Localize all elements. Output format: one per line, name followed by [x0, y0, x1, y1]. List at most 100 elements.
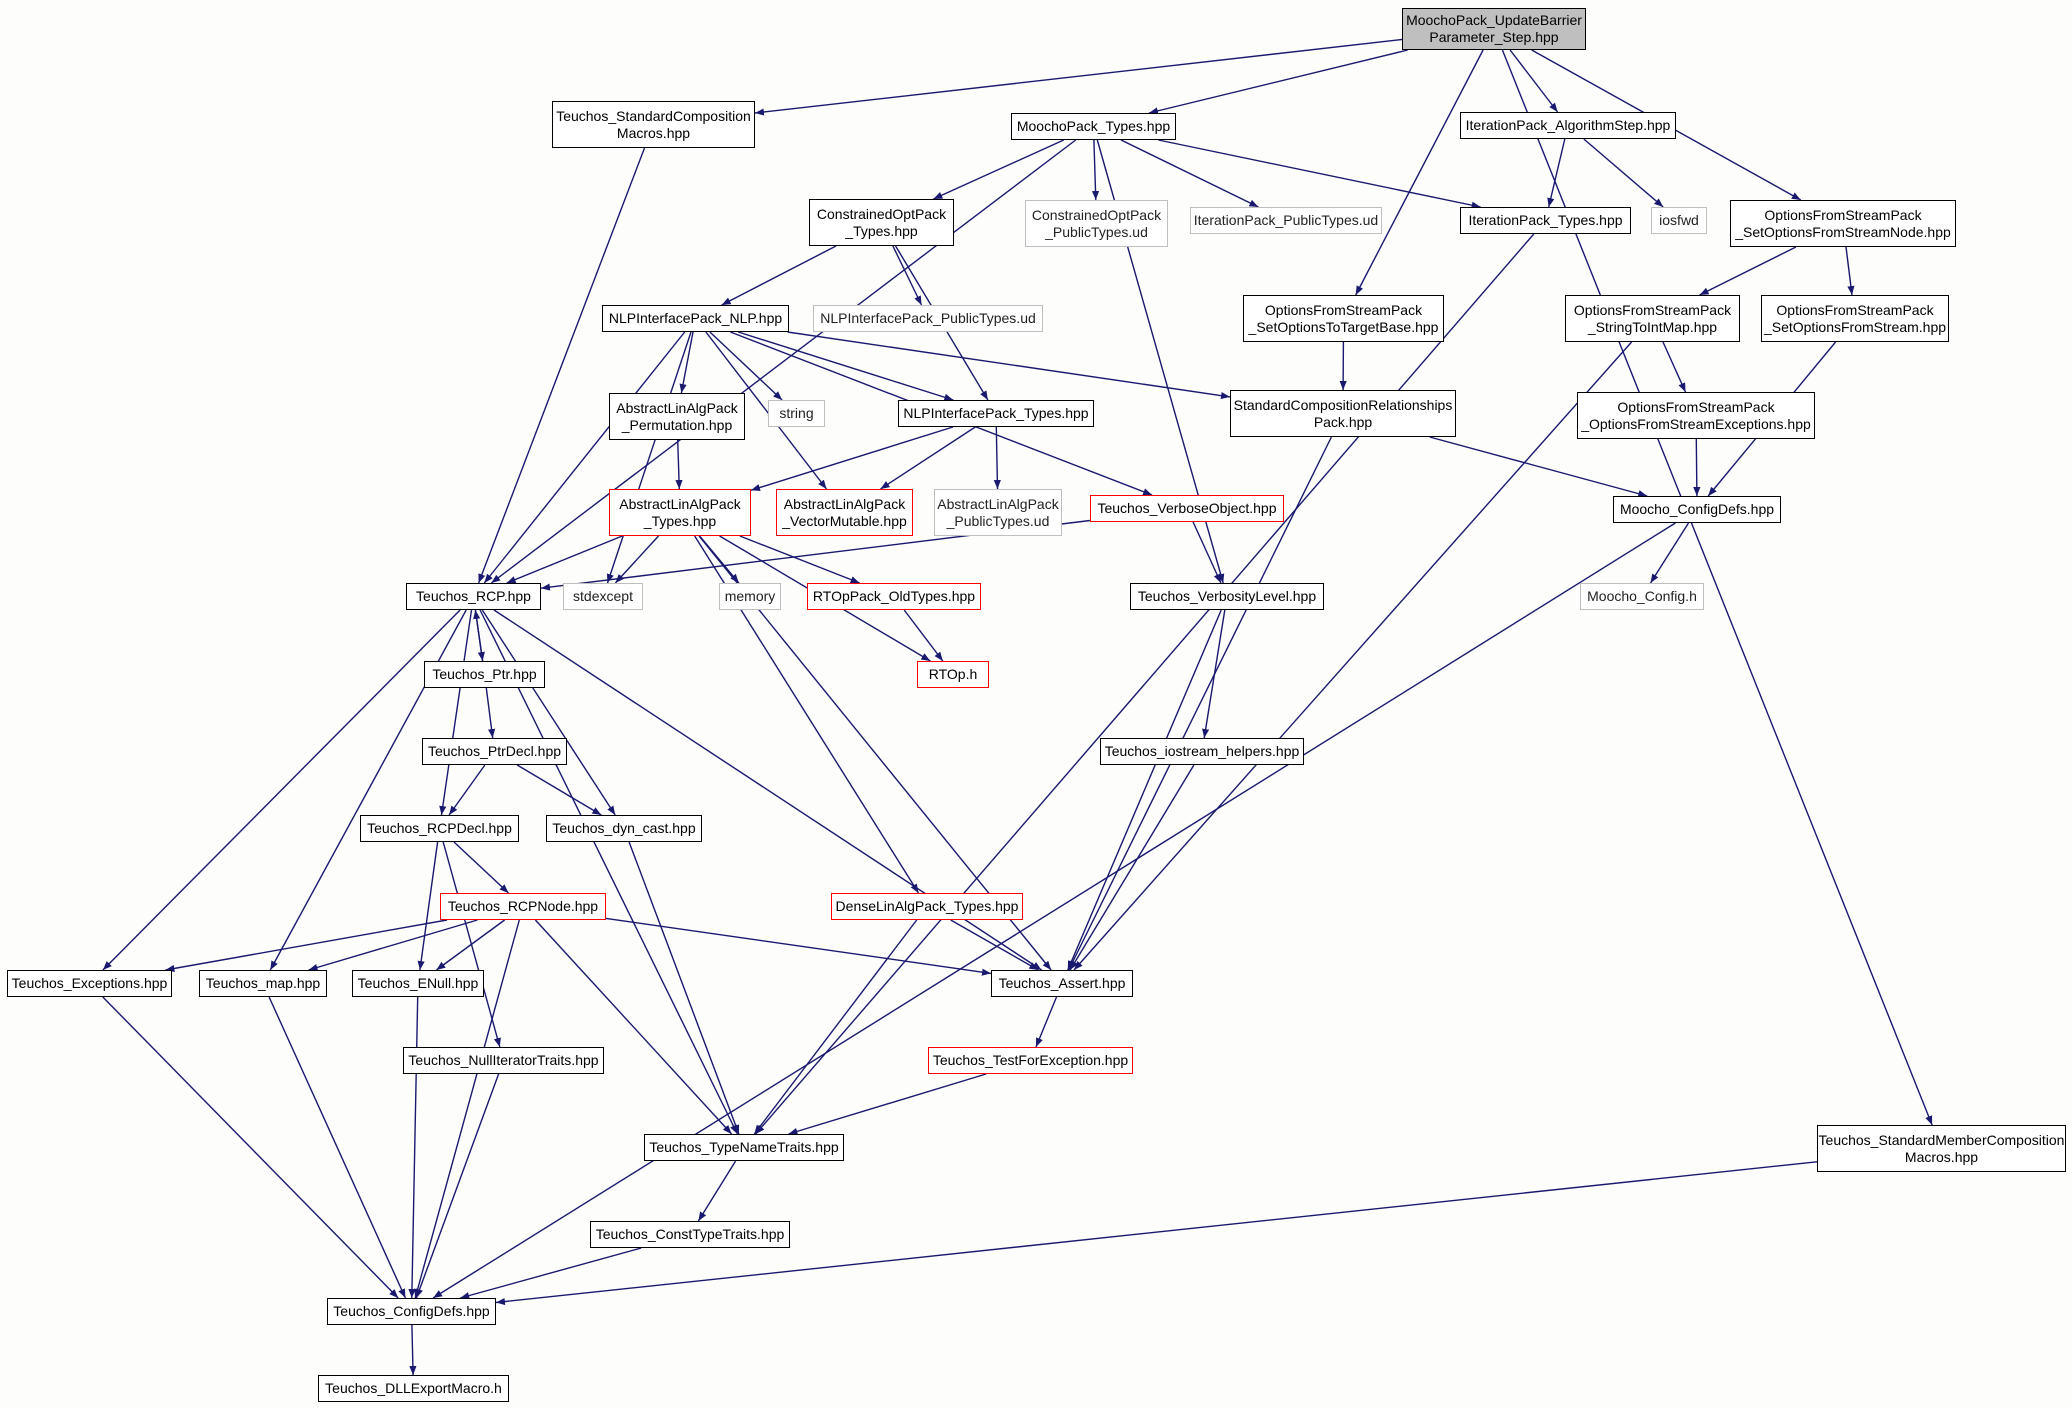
edge-moocho-types-to-constrained-types	[933, 139, 1064, 200]
node-string: string	[768, 400, 825, 427]
edge-std-comp-macros-to-rcp	[477, 147, 646, 584]
edge-consttype-to-teuchos-configdefs	[460, 1247, 642, 1300]
node-ala-types[interactable]: AbstractLinAlgPack _Types.hpp	[609, 489, 751, 536]
node-ptr[interactable]: Teuchos_Ptr.hpp	[424, 661, 545, 688]
edge-constrained-types-to-nlp-public-ud	[892, 245, 923, 306]
edge-constrained-types-to-nlp	[721, 245, 837, 306]
edge-rcp-to-rcpdecl	[439, 609, 473, 816]
edge-moocho-types-to-rcp	[490, 139, 1077, 584]
node-dyn-cast[interactable]: Teuchos_dyn_cast.hpp	[546, 815, 702, 842]
node-nulliter[interactable]: Teuchos_NullIteratorTraits.hpp	[403, 1047, 604, 1074]
edge-ofs-intmap-to-assert	[1073, 341, 1633, 971]
node-memory: memory	[719, 583, 781, 610]
edge-ala-types-to-stdexcept	[614, 535, 660, 584]
edge-dyn-cast-to-typename	[628, 841, 740, 1135]
edge-ofs-intmap-to-ofs-exc	[1662, 341, 1687, 393]
node-iosfwd: iosfwd	[1651, 207, 1707, 234]
edge-nlp-to-nlp-types	[737, 331, 954, 401]
edge-ptrdecl-to-rcpdecl	[448, 764, 486, 816]
node-ofs-intmap[interactable]: OptionsFromStreamPack _StringToIntMap.hp…	[1565, 295, 1740, 342]
edge-nlp-types-to-ala-types	[750, 426, 954, 492]
node-rcpnode[interactable]: Teuchos_RCPNode.hpp	[440, 893, 606, 920]
node-teuchos-configdefs[interactable]: Teuchos_ConfigDefs.hpp	[327, 1298, 496, 1325]
node-verbosity[interactable]: Teuchos_VerbosityLevel.hpp	[1130, 583, 1324, 610]
node-nlp-types[interactable]: NLPInterfacePack_Types.hpp	[898, 400, 1094, 427]
edge-dense-types-to-assert	[950, 919, 1039, 971]
node-std-comp-rel[interactable]: StandardCompositionRelationships Pack.hp…	[1230, 390, 1456, 437]
node-verbose-obj[interactable]: Teuchos_VerboseObject.hpp	[1090, 495, 1284, 522]
node-rcp[interactable]: Teuchos_RCP.hpp	[406, 583, 541, 610]
node-nlp[interactable]: NLPInterfacePack_NLP.hpp	[602, 305, 789, 332]
edge-verbosity-to-iostream-helpers	[1202, 609, 1226, 739]
node-dll[interactable]: Teuchos_DLLExportMacro.h	[318, 1375, 509, 1402]
node-ofs-exc[interactable]: OptionsFromStreamPack _OptionsFromStream…	[1577, 392, 1815, 439]
edge-rcpnode-to-exceptions	[165, 919, 448, 972]
node-exceptions[interactable]: Teuchos_Exceptions.hpp	[7, 970, 172, 997]
edge-std-comp-rel-to-assert	[1068, 436, 1333, 971]
node-iter-types[interactable]: IterationPack_Types.hpp	[1460, 207, 1631, 234]
edge-root-to-iter-alg-step	[1509, 49, 1559, 113]
node-root[interactable]: MoochoPack_UpdateBarrier Parameter_Step.…	[1402, 8, 1586, 50]
node-std-member-macros[interactable]: Teuchos_StandardMemberComposition Macros…	[1817, 1125, 2066, 1172]
edge-rcpdecl-to-rcpnode	[453, 841, 509, 894]
edge-ptr-to-ptrdecl	[485, 687, 496, 739]
edge-moocho-configdefs-to-teuchos-configdefs	[432, 522, 1676, 1299]
node-ala-public-ud: AbstractLinAlgPack _PublicTypes.ud	[934, 489, 1062, 536]
node-testforexc[interactable]: Teuchos_TestForException.hpp	[928, 1047, 1133, 1074]
edge-ptr-to-rcp	[473, 609, 484, 662]
edge-moocho-types-to-constrained-public-ud	[1091, 139, 1100, 201]
edge-teuchos-configdefs-to-dll	[409, 1324, 417, 1376]
node-moocho-configdefs[interactable]: Moocho_ConfigDefs.hpp	[1613, 496, 1781, 523]
node-moocho-types[interactable]: MoochoPack_Types.hpp	[1011, 113, 1176, 140]
edge-verbosity-to-assert	[1067, 609, 1222, 971]
node-map[interactable]: Teuchos_map.hpp	[199, 970, 327, 997]
edge-ofs-exc-to-moocho-configdefs	[1693, 438, 1701, 497]
node-ofs-stream[interactable]: OptionsFromStreamPack _SetOptionsFromStr…	[1761, 295, 1949, 342]
node-iter-public-ud: IterationPack_PublicTypes.ud	[1190, 207, 1382, 234]
node-consttype[interactable]: Teuchos_ConstTypeTraits.hpp	[590, 1221, 790, 1248]
edge-assert-to-testforexc	[1035, 996, 1058, 1048]
edge-rcpdecl-to-enull	[417, 841, 439, 971]
node-iostream-helpers[interactable]: Teuchos_iostream_helpers.hpp	[1100, 738, 1304, 765]
node-constrained-types[interactable]: ConstrainedOptPack _Types.hpp	[809, 199, 954, 246]
edge-enull-to-teuchos-configdefs	[408, 996, 419, 1299]
node-ofs-node[interactable]: OptionsFromStreamPack _SetOptionsFromStr…	[1730, 200, 1956, 247]
node-rtop-h[interactable]: RTOp.h	[917, 661, 989, 688]
node-typename[interactable]: Teuchos_TypeNameTraits.hpp	[644, 1134, 844, 1161]
edge-nlp-types-to-ala-vecmut	[880, 426, 976, 490]
edge-rcpnode-to-enull	[435, 919, 506, 971]
edge-verbose-obj-to-verbosity	[1192, 521, 1222, 584]
edge-rcpnode-to-map	[308, 919, 478, 971]
node-std-comp-macros[interactable]: Teuchos_StandardComposition Macros.hpp	[552, 101, 755, 148]
node-assert[interactable]: Teuchos_Assert.hpp	[991, 970, 1133, 997]
edge-rcpnode-to-teuchos-configdefs	[414, 919, 520, 1299]
node-ptrdecl[interactable]: Teuchos_PtrDecl.hpp	[422, 738, 567, 765]
edge-ofs-node-to-ofs-intmap	[1699, 246, 1797, 296]
node-enull[interactable]: Teuchos_ENull.hpp	[352, 970, 484, 997]
node-ofs-target[interactable]: OptionsFromStreamPack _SetOptionsToTarge…	[1243, 295, 1444, 342]
edge-typename-to-consttype	[697, 1160, 737, 1222]
edge-dense-types-to-typename	[753, 919, 918, 1135]
edge-nlp-to-string	[709, 331, 783, 401]
node-constrained-public-ud: ConstrainedOptPack _PublicTypes.ud	[1025, 200, 1168, 247]
edge-nlp-to-stdexcept	[606, 331, 692, 584]
node-ala-perm[interactable]: AbstractLinAlgPack _Permutation.hpp	[609, 393, 745, 440]
node-rtop-old[interactable]: RTOpPack_OldTypes.hpp	[807, 583, 981, 610]
edge-moocho-configdefs-to-moocho-config-h	[1649, 522, 1690, 584]
edge-moocho-types-to-iter-public-ud	[1120, 139, 1259, 208]
edge-map-to-teuchos-configdefs	[268, 996, 407, 1299]
edge-rcp-to-typename	[479, 609, 739, 1135]
edge-exceptions-to-teuchos-configdefs	[102, 996, 399, 1299]
edge-moocho-types-to-iter-types	[1158, 139, 1481, 209]
edge-rcp-to-dyn-cast	[481, 609, 616, 816]
edge-rtop-old-to-rtop-h	[903, 609, 944, 662]
edge-nlp-types-to-ala-public-ud	[993, 426, 1001, 490]
node-rcpdecl[interactable]: Teuchos_RCPDecl.hpp	[360, 815, 519, 842]
edge-nlp-to-ala-vecmut	[705, 331, 828, 490]
node-iter-alg-step[interactable]: IterationPack_AlgorithmStep.hpp	[1460, 112, 1676, 139]
node-dense-types[interactable]: DenseLinAlgPack_Types.hpp	[831, 893, 1023, 920]
edge-rcpnode-to-assert	[605, 917, 992, 976]
node-ala-vecmut[interactable]: AbstractLinAlgPack _VectorMutable.hpp	[776, 489, 913, 536]
node-moocho-config-h: Moocho_Config.h	[1580, 583, 1704, 610]
node-nlp-public-ud: NLPInterfacePack_PublicTypes.ud	[813, 305, 1043, 332]
